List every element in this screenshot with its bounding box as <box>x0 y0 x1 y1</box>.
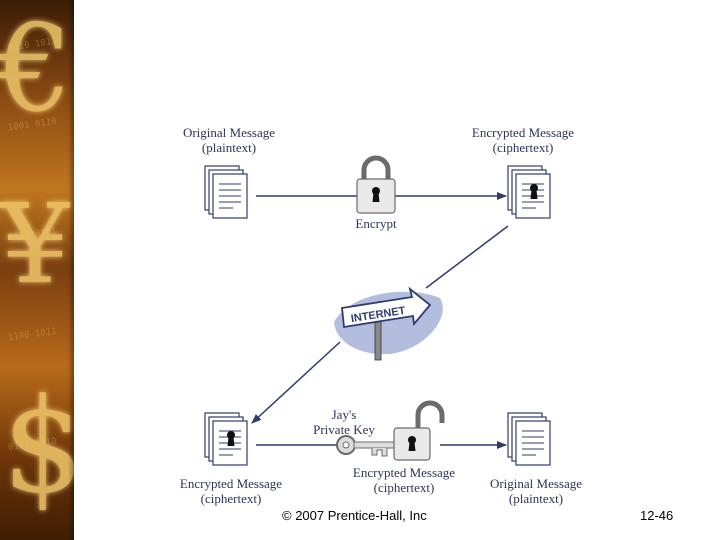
key-encrypted-message-label: Encrypted Message (ciphertext) <box>330 465 478 495</box>
encrypt-label: Encrypt <box>355 216 397 231</box>
internet-sign-icon: INTERNET <box>334 286 443 361</box>
received-ciphertext-document-icon <box>205 413 247 465</box>
decrypted-original-message-label: Original Message (plaintext) <box>466 476 606 506</box>
label-line: (ciphertext) <box>492 140 554 155</box>
arrow-internet-to-receiver <box>251 341 341 424</box>
private-key-icon <box>336 435 401 457</box>
decorative-currency-sidebar: 0110 1011 1001 0110 0111 0101 1100 1011 … <box>0 0 74 540</box>
plaintext-document-icon <box>205 166 247 218</box>
label-line: (plaintext) <box>508 491 564 506</box>
sidebar-edge-shadow <box>68 0 74 540</box>
private-key-label: Jay's Private Key <box>296 407 392 437</box>
label-line: Original Message <box>489 476 583 491</box>
euro-icon: € <box>0 0 73 139</box>
encrypted-message-label: Encrypted Message (ciphertext) <box>448 125 598 155</box>
label-line: Encrypted Message <box>352 465 456 480</box>
original-message-label: Original Message (plaintext) <box>158 125 300 155</box>
received-encrypted-message-label: Encrypted Message (ciphertext) <box>160 476 302 506</box>
label-line: (ciphertext) <box>200 491 262 506</box>
yen-icon: ¥ <box>0 180 70 308</box>
label-line: Jay's <box>331 407 357 422</box>
label-line: Original Message <box>182 125 276 140</box>
label-line: Encrypted Message <box>471 125 575 140</box>
line-ciphertext-to-internet <box>425 225 509 289</box>
label-line: Encrypted Message <box>179 476 283 491</box>
label-line: (ciphertext) <box>373 480 435 495</box>
open-padlock-icon <box>393 400 445 461</box>
decrypted-plaintext-document-icon <box>508 413 550 465</box>
dollar-icon: $ <box>2 370 74 522</box>
ciphertext-document-icon <box>508 166 550 218</box>
label-line: (plaintext) <box>201 140 257 155</box>
lock-icon <box>356 155 396 214</box>
copyright-notice: © 2007 Prentice-Hall, Inc <box>282 508 427 523</box>
label-line: Private Key <box>313 422 375 437</box>
slide-number: 12-46 <box>640 508 674 523</box>
